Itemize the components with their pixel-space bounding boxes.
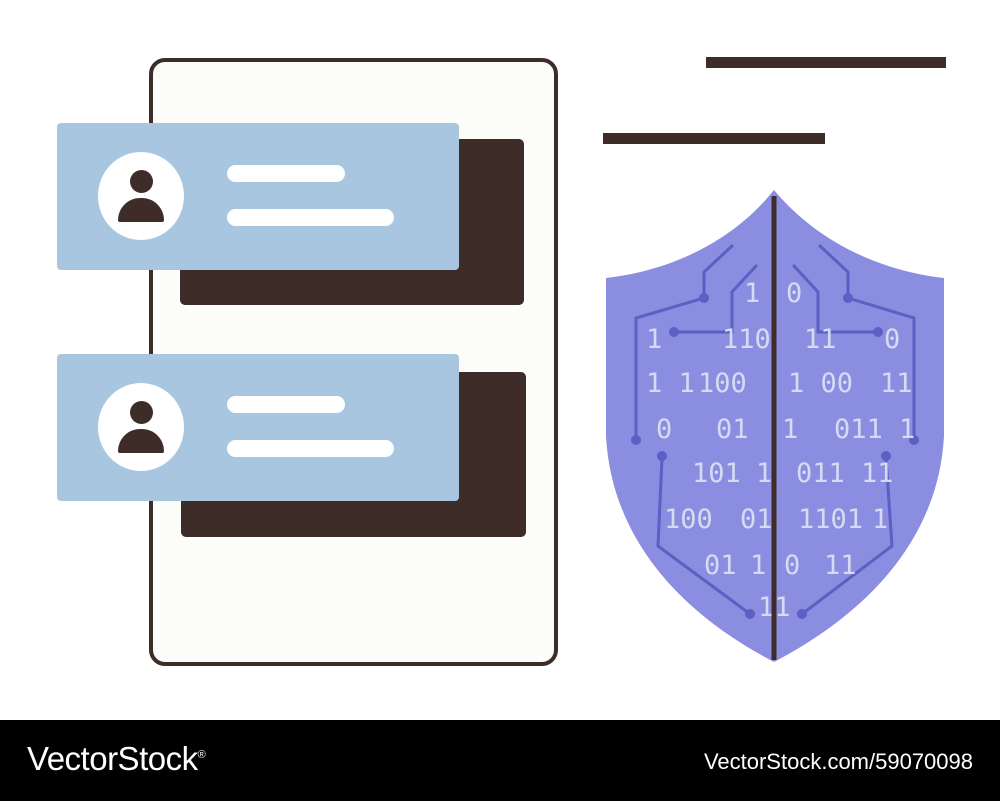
- binary-digit: 01: [740, 504, 773, 535]
- circuit-trace: [792, 264, 880, 334]
- binary-digit: 0: [656, 414, 672, 445]
- binary-digit: 01: [716, 414, 749, 445]
- shield-graphic: 1 0 1 110 11 0 1 1 100 1 00 11 0 01 1 01…: [606, 190, 944, 662]
- brand-logo: VectorStock®: [27, 740, 206, 778]
- circuit-node: [745, 609, 755, 619]
- circuit-node: [797, 609, 807, 619]
- binary-digit: 1: [872, 504, 888, 535]
- binary-digit: 1 00: [788, 368, 853, 399]
- binary-digit: 100: [664, 504, 713, 535]
- watermark-footer: VectorStock® VectorStock.com/59070098: [0, 720, 1000, 801]
- binary-digits: 1 0 1 110 11 0 1 1 100 1 00 11 0 01 1 01…: [646, 278, 915, 623]
- decorative-bar-top: [706, 57, 946, 68]
- binary-digit: 0: [786, 278, 802, 309]
- binary-digit: 110: [722, 324, 771, 355]
- binary-digit: 100: [698, 368, 747, 399]
- binary-digit: 1: [756, 458, 772, 489]
- circuit-trace: [656, 456, 752, 616]
- user-avatar-icon: [98, 152, 184, 240]
- binary-digit: 101: [692, 458, 741, 489]
- circuit-nodes: [631, 293, 919, 619]
- avatar-body: [118, 429, 164, 453]
- circuit-node: [881, 451, 891, 461]
- text-line-short: [227, 396, 345, 413]
- brand-name: VectorStock: [27, 740, 198, 777]
- binary-digit: 1: [646, 324, 662, 355]
- binary-digit: 1: [744, 278, 760, 309]
- binary-digit: 11: [804, 324, 837, 355]
- circuit-trace: [800, 456, 894, 616]
- circuit-node: [873, 327, 883, 337]
- binary-digit: 11: [824, 550, 857, 581]
- illustration-canvas: 1 0 1 110 11 0 1 1 100 1 00 11 0 01 1 01…: [57, 57, 952, 670]
- image-url: VectorStock.com/59070098: [703, 749, 973, 774]
- binary-digit: 11: [880, 368, 913, 399]
- binary-digit: 1101: [798, 504, 863, 535]
- shield-icon: 1 0 1 110 11 0 1 1 100 1 00 11 0 01 1 01…: [598, 186, 952, 670]
- circuit-node: [657, 451, 667, 461]
- circuit-trace: [672, 264, 758, 334]
- text-line-long: [227, 440, 394, 457]
- circuit-node: [669, 327, 679, 337]
- circuit-node: [843, 293, 853, 303]
- binary-digit: 01: [704, 550, 737, 581]
- user-avatar-icon: [98, 383, 184, 471]
- binary-digit: 0: [784, 550, 800, 581]
- binary-digit: 1 1: [646, 368, 695, 399]
- binary-digit: 0: [884, 324, 900, 355]
- text-line-short: [227, 165, 345, 182]
- binary-digit: 1: [750, 550, 766, 581]
- circuit-node: [699, 293, 709, 303]
- circuit-node: [631, 435, 641, 445]
- avatar-body: [118, 198, 164, 222]
- avatar-head: [130, 401, 153, 424]
- binary-digit: 1: [782, 414, 798, 445]
- binary-digit: 011 11: [796, 458, 894, 489]
- avatar-head: [130, 170, 153, 193]
- profile-card-2: [57, 354, 459, 501]
- circuit-node: [909, 435, 919, 445]
- text-line-long: [227, 209, 394, 226]
- profile-card-1: [57, 123, 459, 270]
- registered-mark: ®: [197, 749, 206, 761]
- decorative-bar-middle: [603, 133, 825, 144]
- binary-digit: 011 1: [834, 414, 915, 445]
